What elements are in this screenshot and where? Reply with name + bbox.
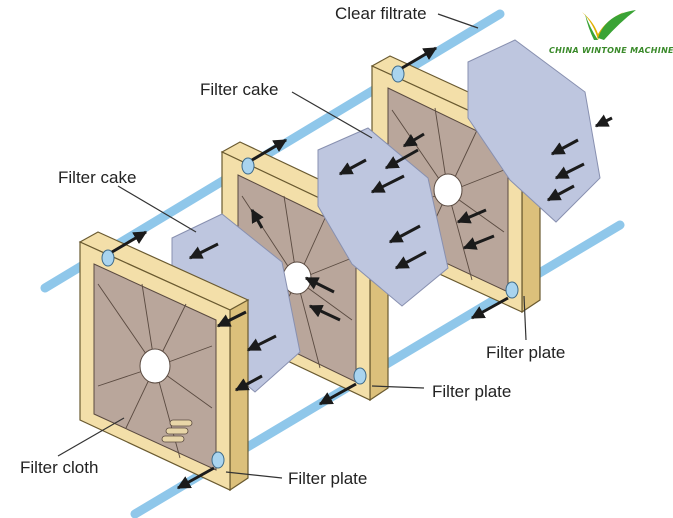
drain-tubes	[161, 419, 193, 443]
label-filter-cloth: Filter cloth	[20, 458, 99, 477]
brand-name: CHINA WINTONE MACHINERY	[549, 46, 673, 55]
label-filter-cake-left: Filter cake	[58, 168, 137, 187]
label-clear-filtrate: Clear filtrate	[335, 4, 427, 23]
leader-lines	[57, 13, 527, 479]
label-filter-cake-top: Filter cake	[200, 80, 279, 99]
flow-arrows	[111, 46, 613, 490]
label-filter-plate-front: Filter plate	[288, 469, 368, 488]
label-filter-plate-back: Filter plate	[486, 343, 566, 362]
leaf-v-logo	[582, 10, 636, 40]
pipe-ports	[101, 65, 519, 469]
filter-plate-front	[78, 231, 250, 492]
label-filter-plate-middle: Filter plate	[432, 382, 512, 401]
